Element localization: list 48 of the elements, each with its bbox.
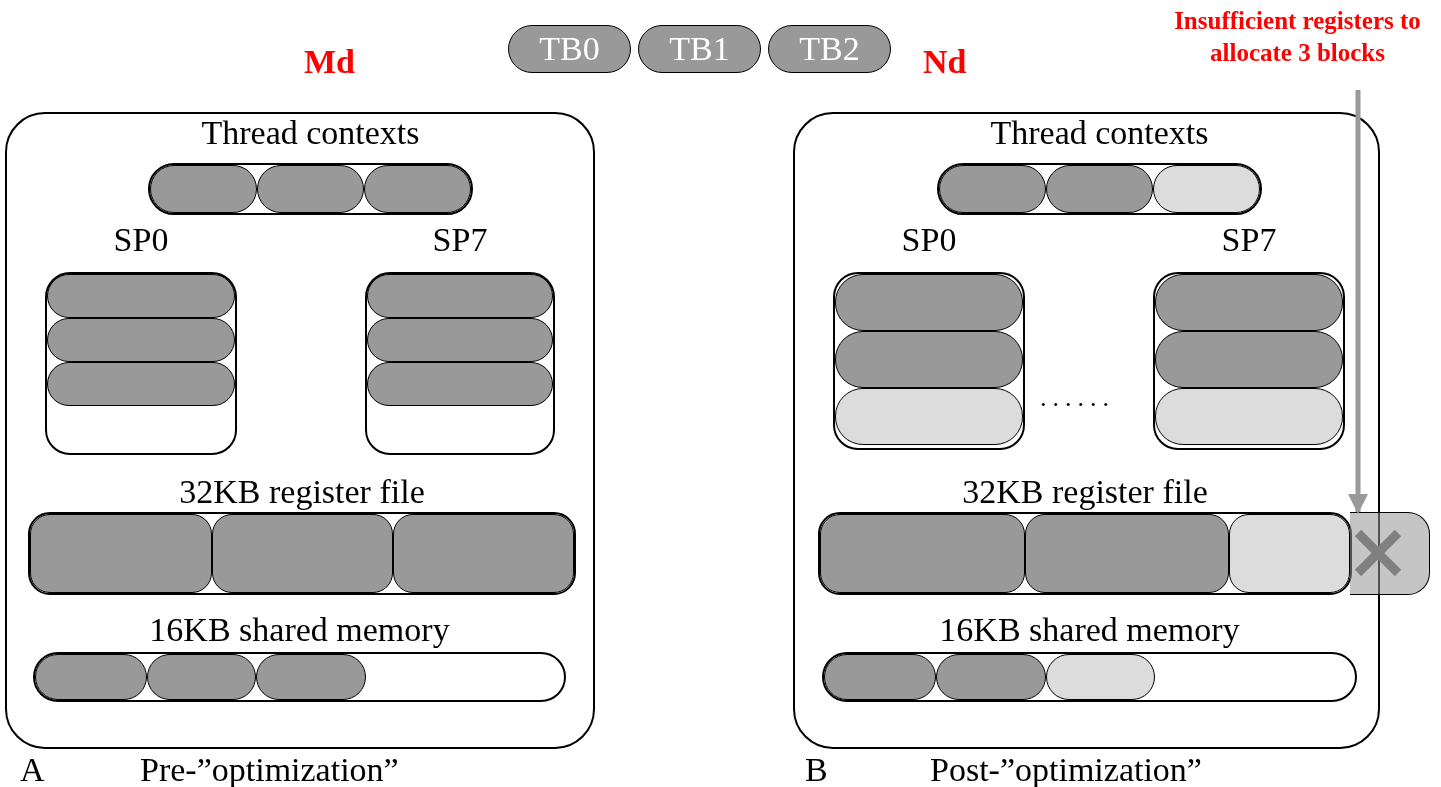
filled-slot [47,318,235,362]
panel-title: Md [304,44,355,80]
filled-slot [256,654,366,700]
filled-slot [367,318,553,362]
filled-slot [367,274,553,318]
section-heading: 16KB shared memory [149,612,450,648]
filled-slot [820,514,1025,593]
thread-block-chip: TB0 [508,25,631,73]
ellipsis-dots: ...... [1040,382,1115,414]
filled-slot [364,165,471,213]
section-heading: 32KB register file [962,474,1208,510]
thread-block-chip: TB1 [638,25,761,73]
section-heading: SP0 [113,222,169,258]
section-heading: 16KB shared memory [939,612,1240,648]
panel-title: Nd [923,44,967,80]
filled-slot [47,274,235,318]
section-heading: SP0 [901,222,957,258]
filled-slot [1155,331,1343,388]
section-heading: 32KB register file [179,474,425,510]
filled-slot [212,514,393,593]
filled-slot [147,654,256,700]
filled-slot [30,514,212,593]
section-heading: Thread contexts [990,115,1209,151]
filled-slot [936,654,1046,700]
filled-slot [367,362,553,406]
filled-slot [939,165,1046,213]
panel-letter: A [20,752,45,787]
arrow [1348,90,1368,514]
empty-slot [1155,388,1343,445]
section-heading: SP7 [432,222,488,258]
panel-letter: B [805,752,828,787]
empty-slot [835,388,1023,445]
filled-slot [1025,514,1229,593]
filled-slot [35,654,147,700]
overflow-slot [1350,512,1430,595]
filled-slot [150,165,257,213]
filled-slot [835,274,1023,331]
filled-slot [1155,274,1343,331]
section-heading: Thread contexts [201,115,420,151]
thread-block-chip: TB2 [768,25,891,73]
filled-slot [835,331,1023,388]
filled-slot [47,362,235,406]
filled-slot [1046,165,1153,213]
warning-note: Insufficient registers to allocate 3 blocks [1165,5,1430,75]
filled-slot [257,165,364,213]
filled-slot [393,514,574,593]
filled-slot [824,654,936,700]
section-heading: SP7 [1221,222,1277,258]
